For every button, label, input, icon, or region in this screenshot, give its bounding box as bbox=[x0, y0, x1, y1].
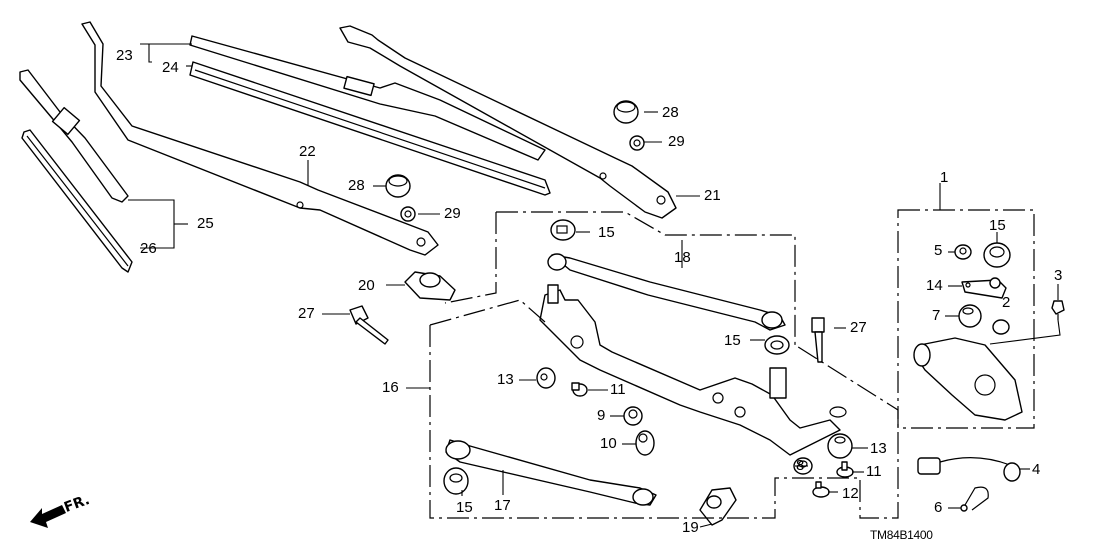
link-rod-17[interactable] bbox=[445, 439, 657, 506]
front-direction-arrow-icon bbox=[30, 505, 66, 528]
wiper-blade-25[interactable] bbox=[19, 69, 129, 203]
driver-wiper-arm-22[interactable] bbox=[81, 21, 439, 256]
callout-9[interactable]: 9 bbox=[597, 407, 606, 424]
arm-cap-28b[interactable] bbox=[385, 174, 411, 198]
group-box-16-upper bbox=[444, 212, 497, 304]
group-box-16-left bbox=[429, 299, 546, 326]
motor-crank-arm-14[interactable] bbox=[961, 277, 1007, 299]
callout-19[interactable]: 19 bbox=[682, 519, 699, 536]
bushing-7[interactable] bbox=[958, 304, 982, 328]
callout-11a[interactable]: 11 bbox=[610, 381, 626, 398]
callout-8[interactable]: 8 bbox=[796, 457, 805, 474]
callout-11b[interactable]: 11 bbox=[866, 463, 882, 480]
collar-11b[interactable] bbox=[836, 461, 854, 478]
callout-24[interactable]: 24 bbox=[162, 59, 179, 76]
callout-27b[interactable]: 27 bbox=[850, 319, 867, 336]
wiper-blade-23[interactable] bbox=[189, 35, 546, 161]
blade-rubber-26[interactable] bbox=[21, 129, 133, 273]
callout-15d[interactable]: 15 bbox=[989, 217, 1006, 234]
pivot-cap-15b[interactable] bbox=[764, 335, 790, 355]
wiper-linkage-frame[interactable] bbox=[539, 284, 847, 456]
pivot-cover-20[interactable] bbox=[404, 271, 456, 301]
flange-bolt-27a[interactable] bbox=[349, 305, 389, 345]
callout-17[interactable]: 17 bbox=[494, 497, 511, 514]
bushing-10[interactable] bbox=[635, 430, 655, 456]
callout-20[interactable]: 20 bbox=[358, 277, 375, 294]
callout-25[interactable]: 25 bbox=[197, 215, 214, 232]
callout-18[interactable]: 18 bbox=[674, 249, 691, 266]
flange-bolt-27b[interactable] bbox=[811, 317, 825, 363]
callout-15a[interactable]: 15 bbox=[598, 224, 615, 241]
pivot-cover-19[interactable] bbox=[699, 487, 737, 526]
cap-2[interactable] bbox=[992, 319, 1010, 335]
callout-23[interactable]: 23 bbox=[116, 47, 133, 64]
group-box-16 bbox=[429, 325, 899, 519]
arm-cap-28a[interactable] bbox=[613, 100, 639, 124]
motor-nut-5[interactable] bbox=[954, 244, 972, 260]
callout-7[interactable]: 7 bbox=[932, 307, 941, 324]
callout-29b[interactable]: 29 bbox=[444, 205, 461, 222]
callout-15c[interactable]: 15 bbox=[456, 499, 473, 516]
link-rod-18[interactable] bbox=[547, 253, 786, 331]
callout-21[interactable]: 21 bbox=[704, 187, 721, 204]
callout-15b[interactable]: 15 bbox=[724, 332, 741, 349]
group-box-1 bbox=[897, 209, 1035, 429]
callout-4[interactable]: 4 bbox=[1032, 461, 1041, 478]
motor-sub-harness-4[interactable] bbox=[917, 457, 1021, 482]
drawing-code: TM84B1400 bbox=[870, 528, 933, 542]
flange-nut-29a[interactable] bbox=[629, 135, 645, 151]
callout-12[interactable]: 12 bbox=[842, 485, 859, 502]
callout-5[interactable]: 5 bbox=[934, 242, 943, 259]
leader-lines bbox=[128, 43, 1061, 528]
callout-2[interactable]: 2 bbox=[1002, 294, 1011, 311]
callout-14[interactable]: 14 bbox=[926, 277, 943, 294]
pivot-cap-15c[interactable] bbox=[443, 467, 469, 495]
blade-rubber-24[interactable] bbox=[189, 61, 551, 196]
callout-3[interactable]: 3 bbox=[1054, 267, 1063, 284]
callout-10[interactable]: 10 bbox=[600, 435, 617, 452]
callout-29a[interactable]: 29 bbox=[668, 133, 685, 150]
group-box-16-top bbox=[496, 211, 796, 345]
rubber-mount-13a[interactable] bbox=[536, 367, 556, 389]
rubber-mount-13b[interactable] bbox=[827, 433, 853, 459]
callout-6[interactable]: 6 bbox=[934, 499, 943, 516]
wiper-motor-1[interactable] bbox=[913, 337, 1023, 421]
clamp-6[interactable] bbox=[960, 486, 989, 512]
pivot-cap-15d[interactable] bbox=[983, 242, 1011, 268]
motor-bolt-3[interactable] bbox=[1051, 300, 1065, 320]
callout-26[interactable]: 26 bbox=[140, 240, 157, 257]
callout-13a[interactable]: 13 bbox=[497, 371, 514, 388]
collar-12[interactable] bbox=[812, 481, 830, 498]
flange-nut-29b[interactable] bbox=[400, 206, 416, 222]
callout-27a[interactable]: 27 bbox=[298, 305, 315, 322]
callout-28b[interactable]: 28 bbox=[348, 177, 365, 194]
passenger-wiper-arm-21[interactable] bbox=[339, 25, 677, 219]
callout-1[interactable]: 1 bbox=[940, 169, 949, 186]
bushing-9[interactable] bbox=[623, 406, 643, 426]
callout-13b[interactable]: 13 bbox=[870, 440, 887, 457]
collar-11a[interactable] bbox=[571, 382, 588, 397]
callout-22[interactable]: 22 bbox=[299, 143, 316, 160]
callout-28a[interactable]: 28 bbox=[662, 104, 679, 121]
callout-16[interactable]: 16 bbox=[382, 379, 399, 396]
pivot-cap-15a[interactable] bbox=[550, 219, 576, 241]
